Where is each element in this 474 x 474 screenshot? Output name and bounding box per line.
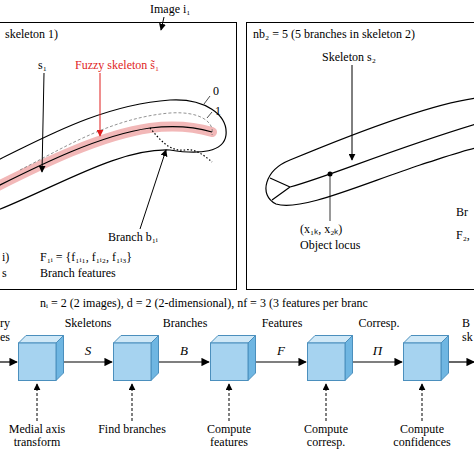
text-label: Branches xyxy=(163,316,208,330)
text-label: s xyxy=(2,266,7,280)
text-label: B xyxy=(462,316,470,330)
text-label: F₂, xyxy=(456,228,470,242)
edge-label: B xyxy=(180,343,188,359)
text-label: F₁ᵢ = {f₁ᵢ₁, f₁ᵢ₂, f₁ᵢ₃} xyxy=(40,250,132,264)
flow-arrow xyxy=(159,361,209,362)
process-cube: Find branches xyxy=(113,335,159,381)
cube-shape xyxy=(210,335,256,381)
process-cube: Compute confidences xyxy=(403,335,449,381)
text-label: Object locus xyxy=(300,238,360,252)
text-label: Br xyxy=(456,205,468,219)
text-label: nᵢ = 2 (2 images), d = 2 (2-dimensional)… xyxy=(40,296,368,310)
process-label: Medial axis transform xyxy=(0,423,77,449)
leader-arrows xyxy=(42,17,352,229)
text-label: Branch b₁ᵢ xyxy=(108,230,158,244)
object-right xyxy=(266,98,474,205)
text-label: i) xyxy=(2,250,9,264)
text-label: 0 xyxy=(213,84,219,98)
text-label: Corresp. xyxy=(359,316,400,330)
text-label: Features xyxy=(262,316,303,330)
text-label: Skeleton s₂ xyxy=(322,50,376,64)
text-label: Fuzzy skeleton s̃₁ xyxy=(75,58,159,72)
cube-shape xyxy=(113,335,159,381)
text-label: Branch features xyxy=(40,266,116,280)
text-label: es xyxy=(0,330,10,344)
flow-arrow xyxy=(256,361,306,362)
process-label: Compute corresp. xyxy=(286,423,366,449)
panel-heading: nb₂ = 5 (5 branches in skeleton 2) xyxy=(247,23,474,42)
process-label: Find branches xyxy=(92,423,172,436)
text-label: ry xyxy=(0,316,10,330)
cube-shape xyxy=(403,335,449,381)
edge-label: S xyxy=(85,343,92,359)
text-label: (x₁ₖ, x₂ₖ) xyxy=(300,222,342,236)
text-label: 1 xyxy=(215,104,221,118)
edge-label: Π xyxy=(373,343,382,359)
process-cube: Compute features xyxy=(210,335,256,381)
process-label: Compute confidences xyxy=(382,423,462,449)
text-label: s₁ xyxy=(38,58,47,72)
edge-label: F xyxy=(277,343,285,359)
cube-shape xyxy=(307,335,353,381)
panel-heading: skeleton 1) xyxy=(0,23,236,42)
flow-arrow xyxy=(64,361,112,362)
process-label: Compute features xyxy=(189,423,269,449)
object-left xyxy=(0,96,226,210)
text-label: Image i₁ xyxy=(150,2,191,16)
flow-arrow xyxy=(353,361,402,362)
cube-shape xyxy=(18,335,64,381)
text-label: sk xyxy=(462,330,473,344)
process-cube: Medial axis transform xyxy=(18,335,64,381)
process-cube: Compute corresp. xyxy=(307,335,353,381)
text-label: Skeletons xyxy=(65,316,112,330)
